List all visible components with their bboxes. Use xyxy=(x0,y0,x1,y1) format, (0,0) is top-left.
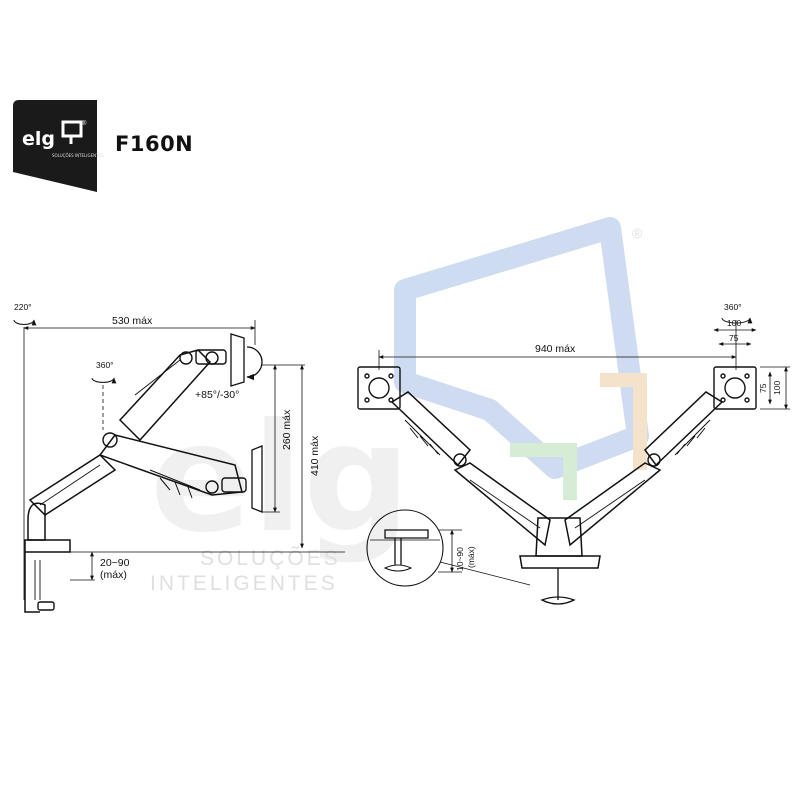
vesa-75-label: 75 xyxy=(729,333,739,343)
watermark-wordmark: elg xyxy=(150,392,411,566)
head-rotation-label: 360° xyxy=(96,360,114,370)
span-label: 940 máx xyxy=(535,343,576,355)
logo-wordmark: elg xyxy=(22,128,55,150)
tilt-label: +85°/-30° xyxy=(195,389,239,401)
reach-label: 530 máx xyxy=(112,315,153,327)
right-head-rotation-label: 360° xyxy=(724,302,742,312)
logo-registered-mark: ® xyxy=(82,121,87,127)
vesa-100-label: 100 xyxy=(727,318,741,328)
watermark-line1: SOLUÇÕES xyxy=(200,546,341,570)
watermark: elg SOLUÇÕES INTELIGENTES ® xyxy=(150,217,649,595)
logo-subtext: SOLUÇÕES INTELIGENTES xyxy=(52,153,104,158)
height-range-label: 260 máx xyxy=(281,409,293,450)
elg-logo-badge xyxy=(13,100,97,192)
grommet-range-label: 10~90 xyxy=(455,547,465,571)
watermark-line2: INTELIGENTES xyxy=(150,572,338,595)
grommet-note-label: (máx) xyxy=(466,546,476,568)
left-side-view xyxy=(13,319,345,613)
desk-clamp-label: 20~90 xyxy=(100,557,130,569)
vesa-100-vertical-label: 100 xyxy=(772,381,782,395)
right-front-view xyxy=(357,317,790,605)
watermark-registered: ® xyxy=(632,225,643,241)
vesa-75-vertical-label: 75 xyxy=(758,383,768,393)
total-height-label: 410 máx xyxy=(309,435,321,476)
base-rotation-label: 220° xyxy=(14,302,32,312)
model-name: F160N xyxy=(115,132,194,156)
desk-clamp-note: (máx) xyxy=(100,569,127,581)
